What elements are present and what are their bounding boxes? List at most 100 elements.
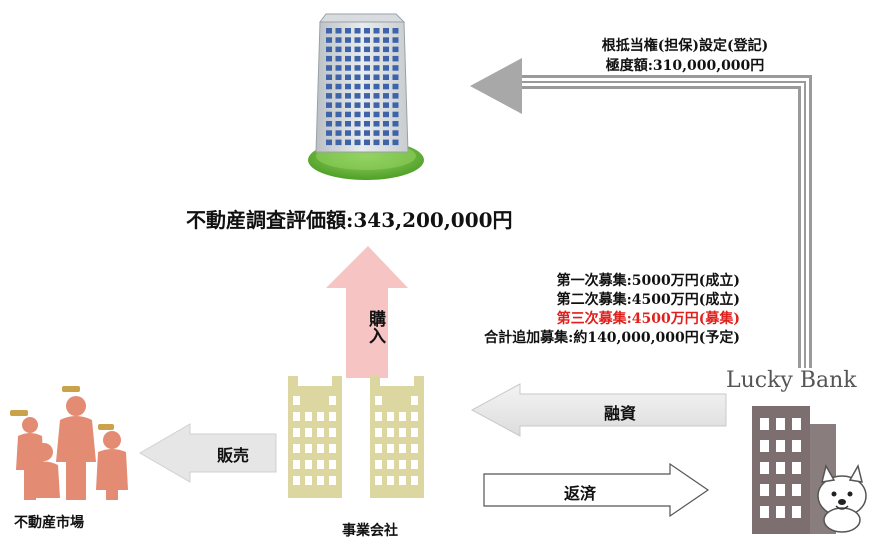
tower-window [364, 102, 370, 108]
tower-window [392, 102, 399, 108]
tower-building [308, 13, 424, 180]
tower-window [326, 130, 332, 136]
tower-window [383, 46, 389, 53]
tower-window [335, 37, 342, 43]
tower-window [364, 139, 370, 146]
company-building-window [317, 476, 324, 485]
sales-arrow [139, 423, 277, 483]
tower-window [345, 74, 351, 80]
market-label: 不動産市場 [14, 515, 84, 531]
tower-window [335, 46, 342, 53]
tower-window [354, 102, 361, 108]
company-building-window [305, 444, 312, 453]
tower-window [326, 121, 332, 127]
bank-window [792, 418, 801, 430]
company-building-window [375, 396, 382, 405]
company-building-window [329, 460, 336, 469]
fundraising-round2: 第二次募集:4500万円(成立) [556, 292, 740, 308]
sales-label: 販売 [216, 446, 249, 465]
tower-window [335, 121, 342, 127]
company-building-tower [370, 376, 380, 388]
company-building-window [317, 428, 324, 437]
company-building-window [293, 444, 300, 453]
repay-label: 返済 [563, 484, 596, 503]
tower-window [345, 102, 351, 108]
tower-window [383, 65, 389, 71]
bank-window [776, 418, 785, 430]
company-building-window [375, 460, 382, 469]
mortgage-line1: 根抵当権(担保)設定(登記) [601, 38, 769, 54]
mortgage-arrow [470, 58, 812, 368]
company-building-window [305, 412, 312, 421]
company-building-window [411, 444, 418, 453]
valuation-text: 不動産調査評価額:343,200,000円 [186, 208, 513, 232]
bank-window [776, 440, 785, 452]
tower-window [373, 139, 380, 146]
tower-window [326, 111, 332, 118]
tower-window [345, 111, 351, 118]
bank-window [760, 506, 769, 518]
tower-windows [326, 28, 399, 146]
company-building-window [387, 412, 394, 421]
tower-window [392, 93, 399, 99]
tower-window [373, 28, 380, 34]
tower-window [373, 93, 380, 99]
tower-window [392, 139, 399, 146]
tower-window [373, 111, 380, 118]
tower-window [326, 37, 332, 43]
company-label: 事業会社 [342, 523, 398, 539]
tower-window [345, 28, 351, 34]
company-building-window [399, 476, 406, 485]
tower-window [345, 65, 351, 71]
purchase-arrow [326, 246, 408, 378]
tower-window [383, 37, 389, 43]
tower-window [383, 55, 389, 62]
bank-window [760, 418, 769, 430]
company-building-window [387, 476, 394, 485]
mortgage-text: 根抵当権(担保)設定(登記) 極度額:310,000,000円 [570, 36, 800, 76]
company-building-window [317, 460, 324, 469]
bank-name: Lucky Bank [726, 368, 857, 393]
company-building-window [293, 396, 300, 405]
tower-window [373, 74, 380, 80]
tower-window [345, 130, 351, 136]
tower-window [364, 46, 370, 53]
bank-building [752, 406, 836, 534]
tower-window [392, 65, 399, 71]
tower-window [392, 111, 399, 118]
tower-window [326, 83, 332, 90]
tower-window [345, 93, 351, 99]
tower-window [373, 102, 380, 108]
tower-window [354, 121, 361, 127]
bank-window [776, 506, 785, 518]
tower-window [335, 130, 342, 136]
bank-window [776, 462, 785, 474]
tower-window [364, 130, 370, 136]
tower-window [392, 55, 399, 62]
purchase-label: 購入 [365, 310, 385, 344]
tower-window [354, 83, 361, 90]
bank-window [792, 462, 801, 474]
loan-arrow [470, 383, 727, 437]
tower-window [345, 121, 351, 127]
bank-window [760, 462, 769, 474]
company-building-window [399, 460, 406, 469]
tower-window [373, 37, 380, 43]
tower-window [392, 37, 399, 43]
tower-window [335, 28, 342, 34]
tower-window [383, 121, 389, 127]
tower-window [364, 37, 370, 43]
company-building-tower [332, 376, 342, 388]
company-building-window [399, 444, 406, 453]
tower-window [326, 102, 332, 108]
company-building-window [293, 460, 300, 469]
fundraising-total: 合計追加募集:約140,000,000円(予定) [484, 330, 740, 346]
tower-window [345, 46, 351, 53]
company-building-window [411, 412, 418, 421]
tower-window [335, 65, 342, 71]
tower-window [364, 83, 370, 90]
tower-window [373, 46, 380, 53]
tower-window [364, 121, 370, 127]
fundraising-round1: 第一次募集:5000万円(成立) [556, 273, 740, 289]
bank-window [760, 484, 769, 496]
